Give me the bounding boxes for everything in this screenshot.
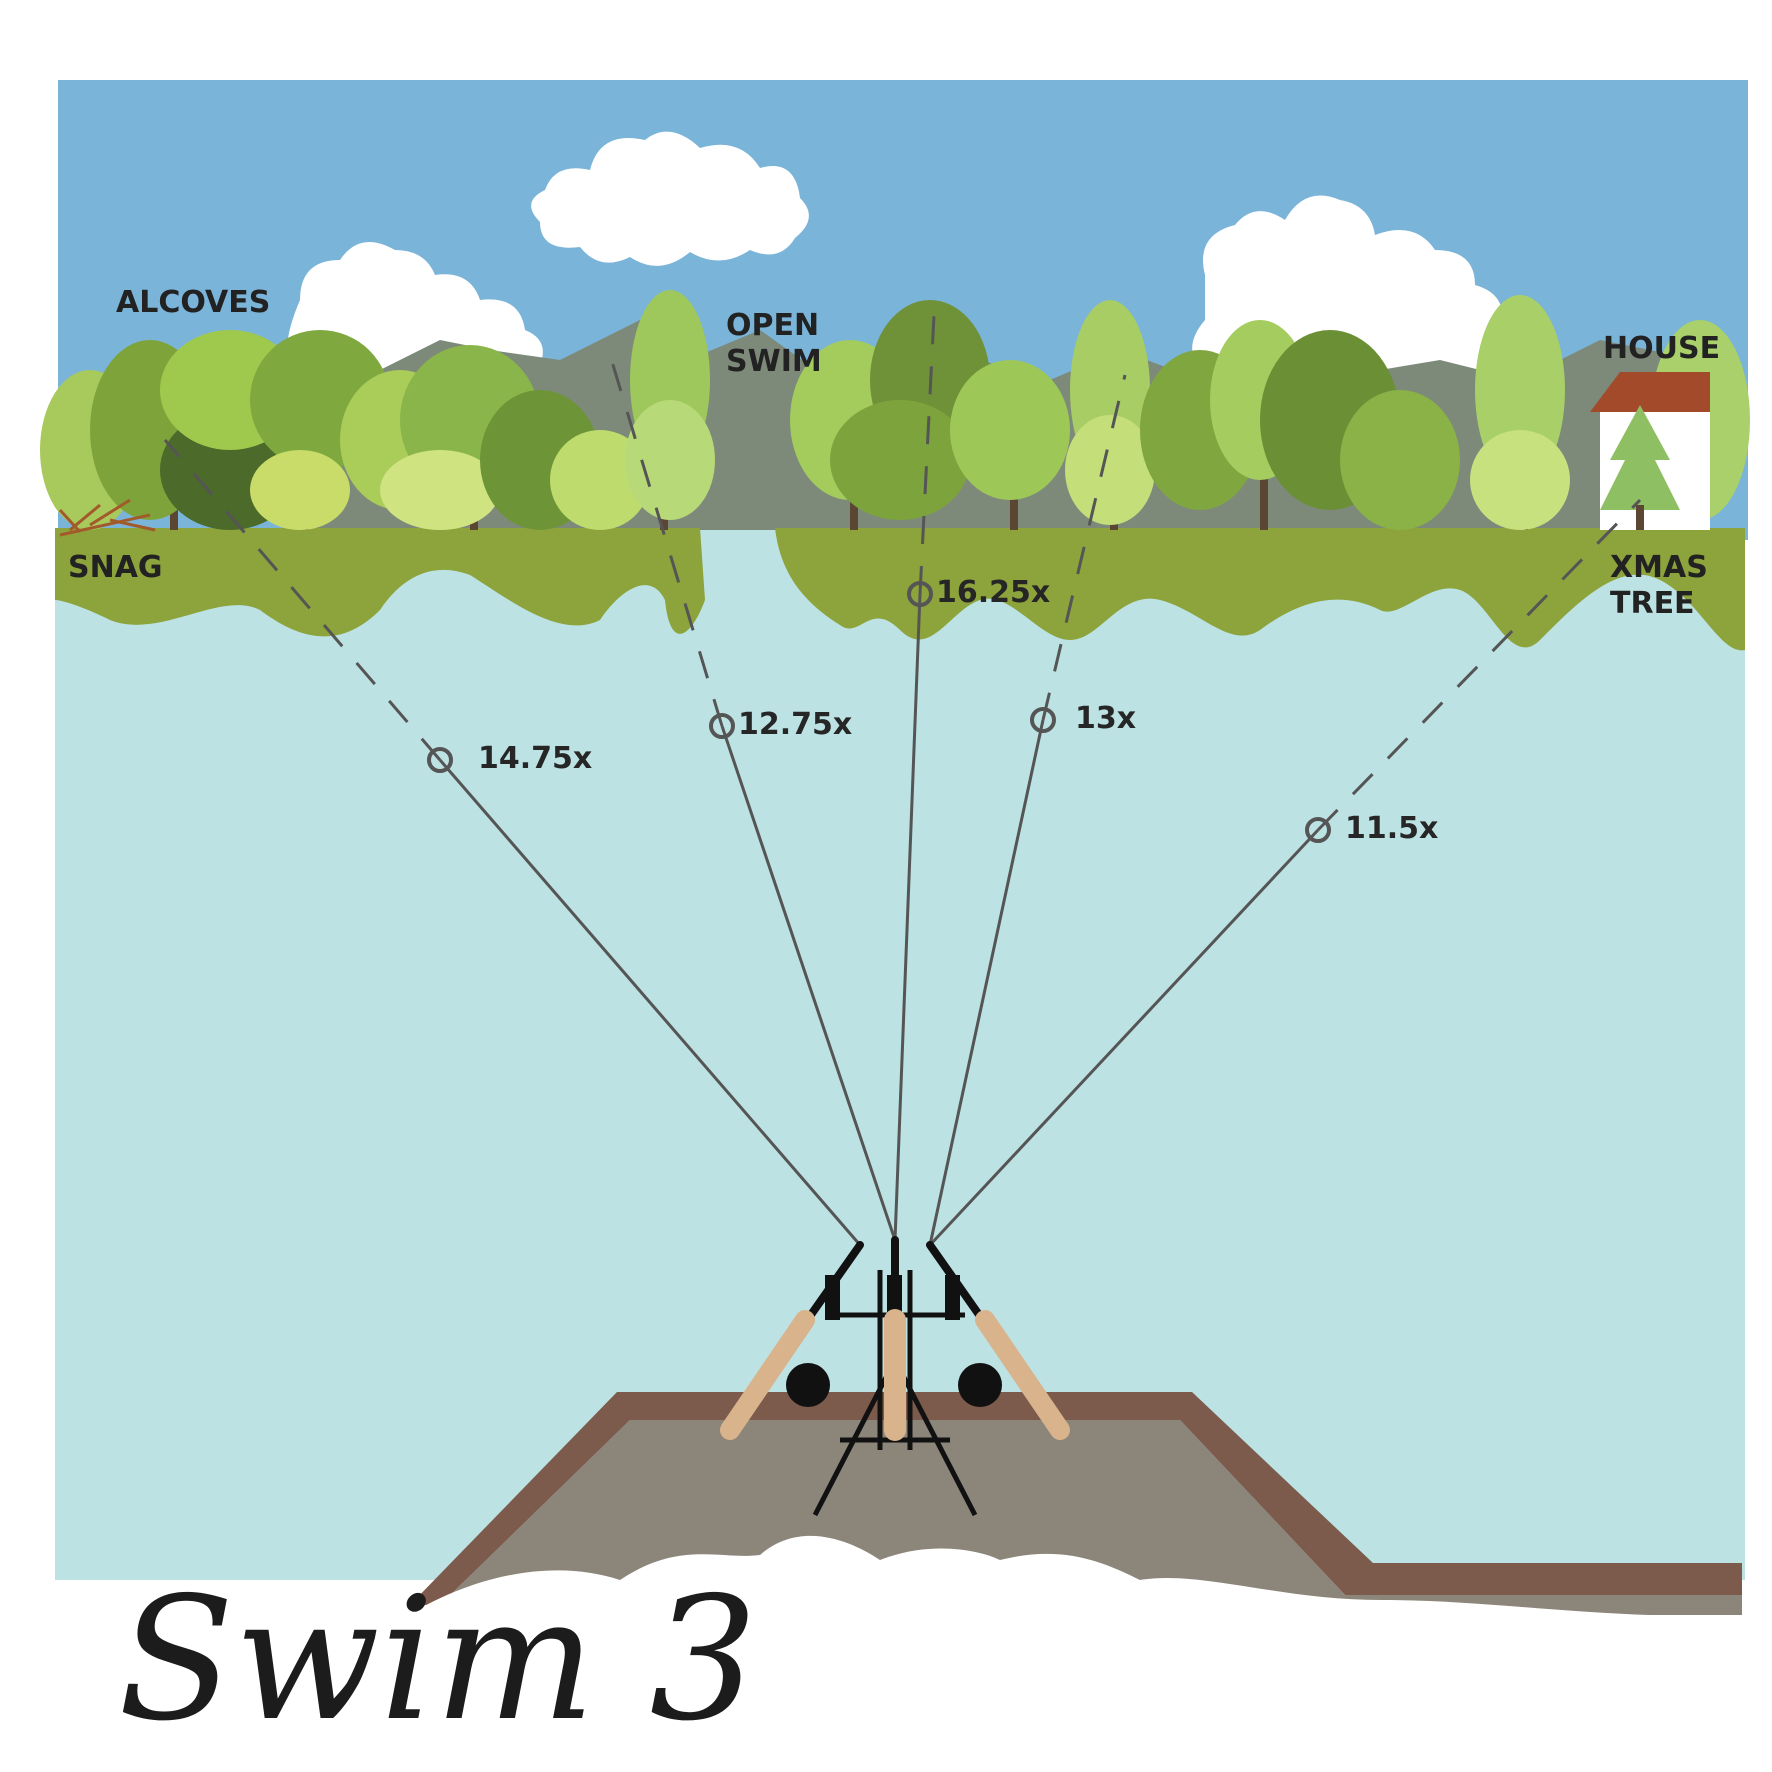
line-to-spot-5 [928, 828, 1320, 1247]
landmark-alcoves: ALCOVES [116, 285, 270, 320]
rod-right-handle [975, 1310, 1070, 1440]
spot-4-marker [1030, 707, 1056, 733]
cloud [531, 131, 809, 266]
spot-4-distance: 13x [1075, 701, 1136, 736]
fishing-lines [163, 294, 1642, 1247]
spot-3-marker [907, 581, 933, 607]
xmas-tree-icon [1600, 405, 1680, 530]
spot-1-marker [427, 747, 453, 773]
sightline-spot-5 [1316, 498, 1642, 832]
spot-2-distance: 12.75x [738, 707, 852, 742]
far-bank [55, 528, 705, 637]
line-to-spot-4 [928, 719, 1045, 1246]
line-to-spot-3 [893, 593, 922, 1241]
platform-edge [410, 1392, 1742, 1605]
platform-foreground [0, 1535, 1742, 1772]
sightline-spot-1 [163, 439, 442, 761]
line-to-spot-1 [438, 759, 862, 1246]
sightline-spot-4 [1041, 374, 1127, 721]
spot-markers: 14.75x 12.75x 16.25x 13x 11.5x [427, 575, 1438, 846]
house-roof [1590, 372, 1710, 412]
spot-5-distance: 11.5x [1345, 811, 1438, 846]
landmark-snag: SNAG [68, 550, 163, 585]
spot-1-distance: 14.75x [478, 741, 592, 776]
spot-2-marker [709, 713, 735, 739]
far-bank [775, 528, 1745, 651]
spot-5-marker [1305, 817, 1331, 843]
swim-title: Swim 3 [118, 1561, 758, 1759]
rod-left-handle [720, 1310, 815, 1440]
spot-3-distance: 16.25x [936, 575, 1050, 610]
line-to-spot-2 [720, 725, 897, 1241]
landmark-house: HOUSE [1603, 331, 1720, 366]
swim-platform [0, 1392, 1742, 1772]
tree-line [40, 290, 1750, 530]
rod-pod [720, 1236, 1070, 1517]
sightline-spot-2 [608, 354, 724, 727]
snag-icon [58, 498, 156, 537]
